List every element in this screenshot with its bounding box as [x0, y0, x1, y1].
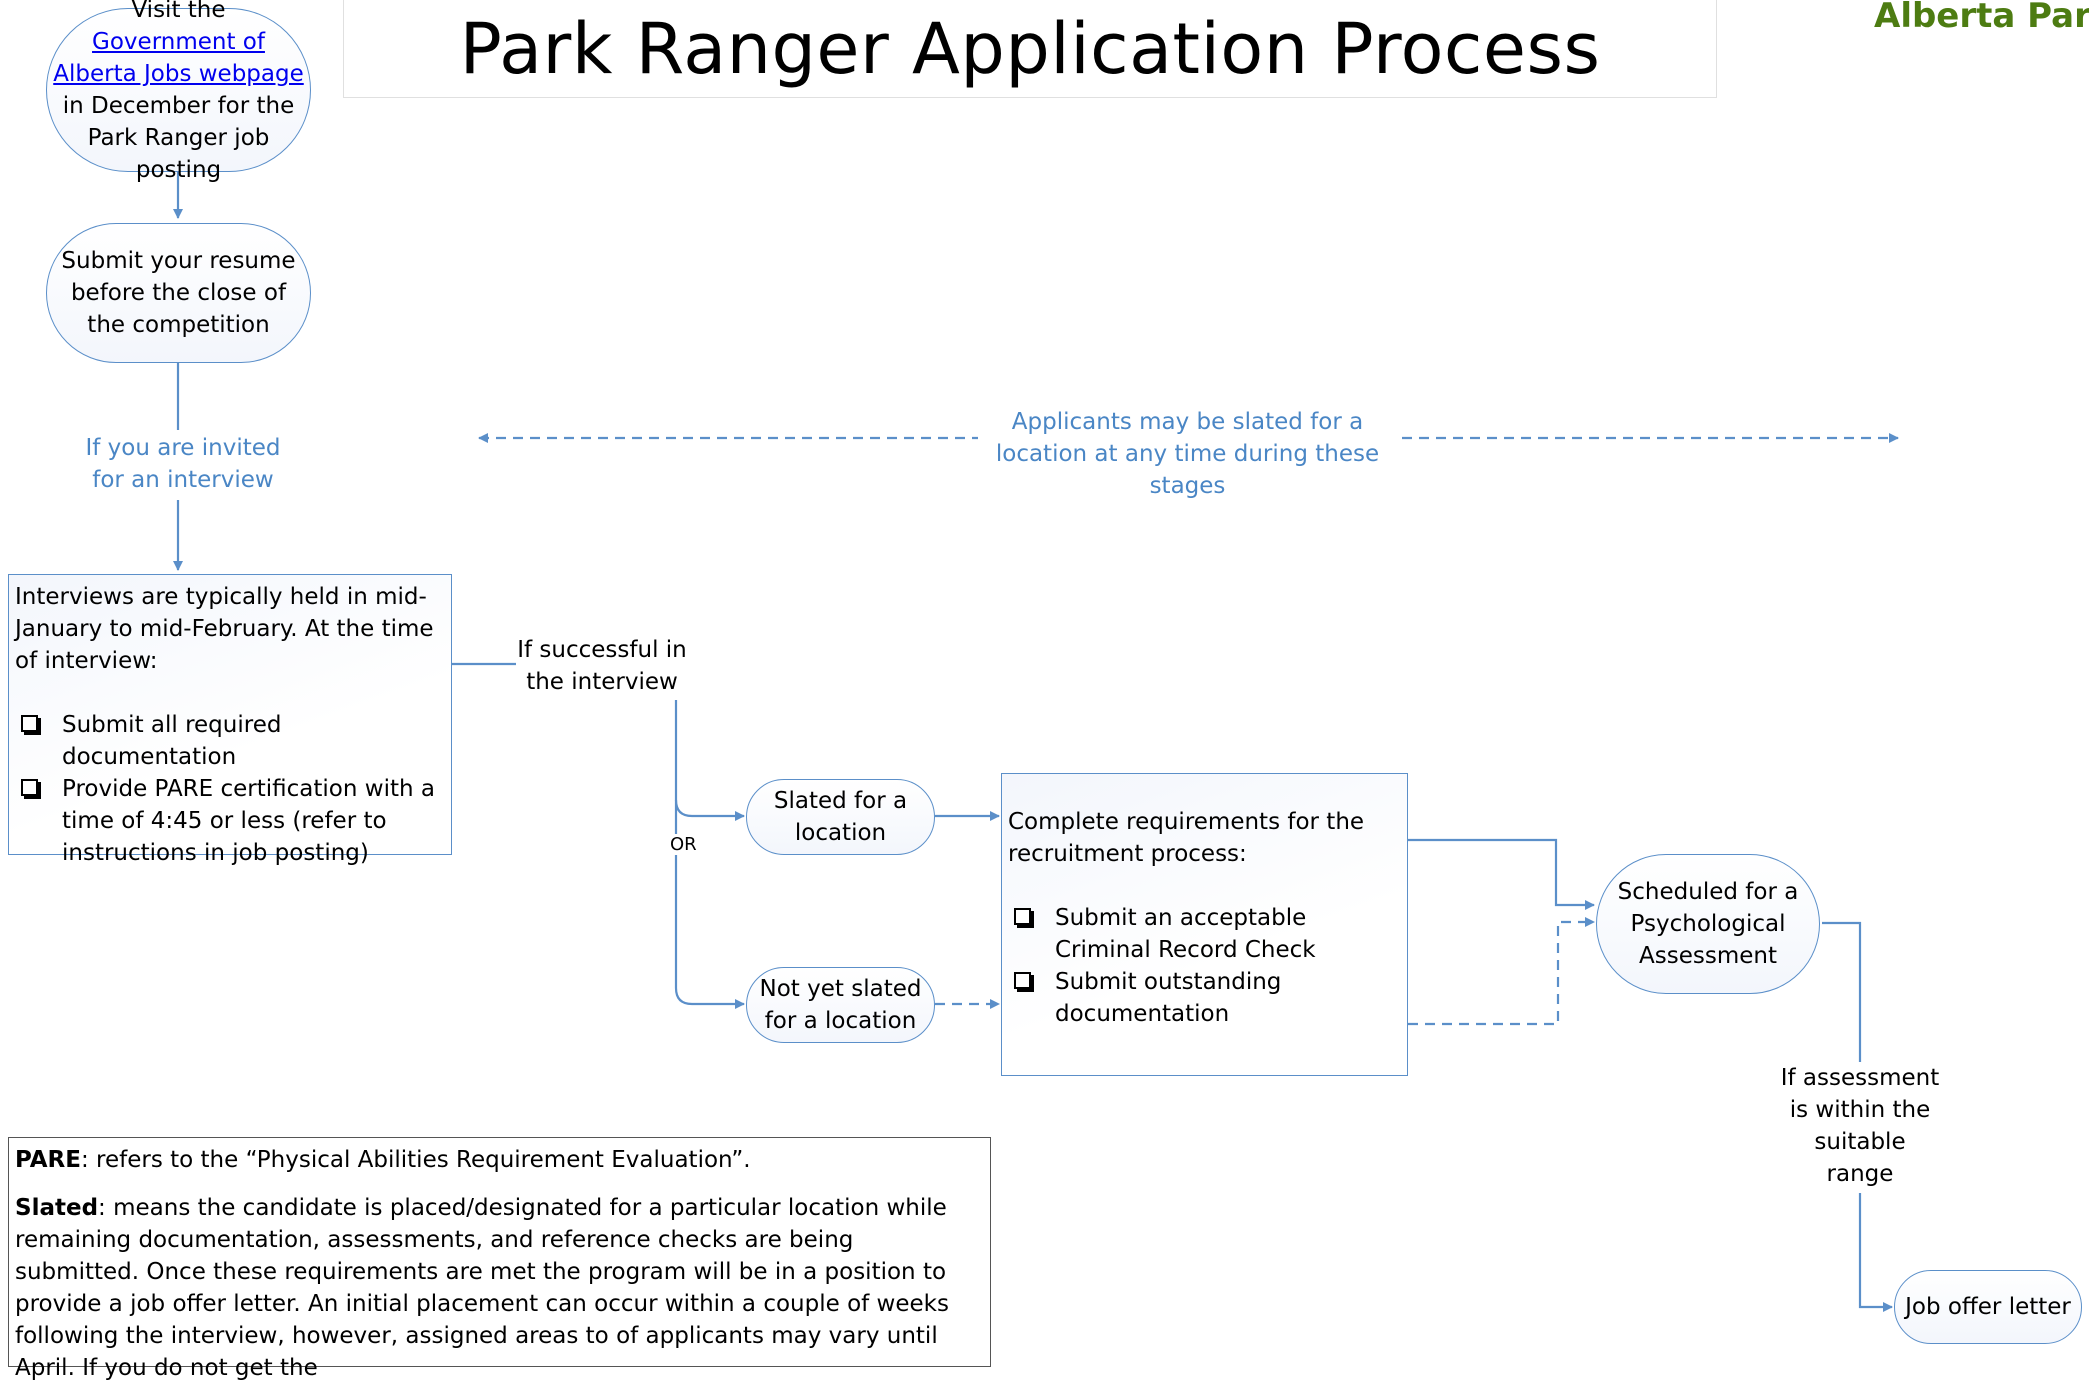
checkbox-icon [1014, 908, 1031, 925]
label-slated-any-time: Applicants may be slated for a location … [995, 409, 1380, 499]
checklist-item-label: Submit all required documentation [62, 712, 282, 770]
step-job-offer-letter: Job offer letter [1894, 1270, 2082, 1344]
legend-slated: Slated: means the candidate is placed/de… [15, 1192, 984, 1384]
label-assessment-suitable: If assessment is within the suitable ran… [1780, 1062, 1940, 1190]
requirements-intro: Complete requirements for the recruitmen… [1008, 809, 1365, 867]
step-psychological-assessment: Scheduled for a Psychological Assessment [1596, 854, 1820, 994]
step-submit-resume: Submit your resume before the close of t… [46, 223, 311, 363]
visit-prefix: Visit the [131, 0, 226, 23]
checkbox-icon [21, 715, 38, 732]
legend-definition: : means the candidate is placed/designat… [15, 1195, 949, 1381]
line-branch-slated [674, 700, 745, 821]
arrow-requirements-to-psych-dashed [1408, 917, 1595, 1026]
interview-requirements-box: Interviews are typically held in mid-Jan… [8, 574, 452, 866]
legend-term: Slated [15, 1195, 99, 1221]
alberta-parks-logo: Alberta Parks [1874, 0, 2089, 36]
checklist-item-label: Submit an acceptable Criminal Record Che… [1055, 905, 1316, 963]
checklist-item: Provide PARE certification with a time o… [15, 773, 447, 869]
checklist-item-label: Submit outstanding documentation [1055, 969, 1282, 1027]
arrow-label-to-offer [1858, 1193, 1893, 1312]
label-if-successful: If successful in the interview [517, 637, 687, 695]
checklist-item: Submit all required documentation [15, 709, 447, 773]
recruitment-requirements-box: Complete requirements for the recruitmen… [1001, 773, 1408, 1076]
step-not-slated-location: Not yet slated for a location [746, 967, 935, 1043]
page-title: Park Ranger Application Process [343, 0, 1717, 98]
checklist-item: Submit outstanding documentation [1008, 966, 1399, 1030]
step-slated-location: Slated for a location [746, 779, 935, 855]
label-or: OR [668, 834, 699, 855]
line-branch-not-slated [674, 800, 745, 1009]
line-psych-to-label [1822, 921, 1862, 1062]
step-visit-jobs-page: Visit the Government of Alberta Jobs web… [46, 0, 311, 183]
legend-definition: : refers to the “Physical Abilities Requ… [80, 1147, 751, 1173]
definitions-legend: PARE: refers to the “Physical Abilities … [8, 1137, 991, 1381]
checkbox-icon [21, 779, 38, 796]
checklist-item-label: Provide PARE certification with a time o… [62, 776, 435, 866]
checkbox-icon [1014, 972, 1031, 989]
legend-term: PARE [15, 1147, 81, 1173]
visit-suffix: in December for the Park Ranger job post… [62, 93, 295, 183]
interview-intro: Interviews are typically held in mid-Jan… [15, 584, 434, 674]
connector-lines [173, 172, 1899, 1312]
arrow-requirements-to-psych [1408, 838, 1595, 910]
label-invited-interview: If you are invited for an interview [85, 435, 281, 493]
legend-pare: PARE: refers to the “Physical Abilities … [15, 1144, 984, 1176]
government-jobs-link[interactable]: Government of Alberta Jobs webpage [53, 29, 304, 87]
checklist-item: Submit an acceptable Criminal Record Che… [1008, 902, 1399, 966]
